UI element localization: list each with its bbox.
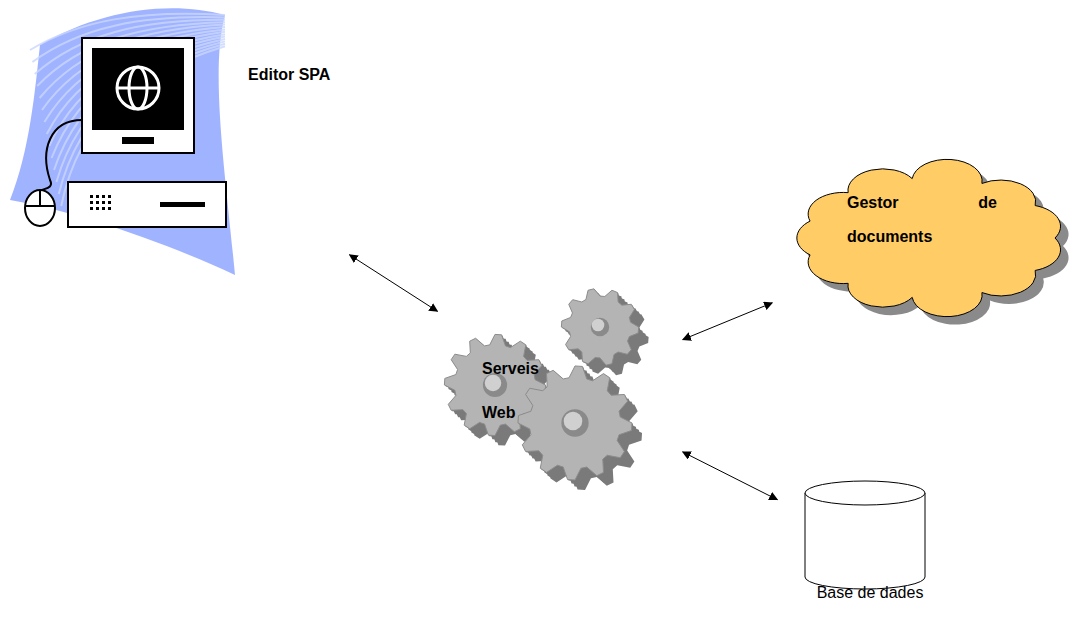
node-label: Gestor de documents [847,186,997,254]
node-label: Base de dades [780,583,960,603]
node-label: Editor SPA [248,65,343,85]
database: Base de dades [780,485,964,610]
gears-icon [444,289,648,490]
computer-shape [10,10,345,280]
node-label: Serveis Web [482,347,572,435]
cloud-shape [797,159,1069,324]
database-cylinder [805,481,925,589]
connector-arrow [683,303,772,340]
connector-arrow [350,255,438,311]
connector-arrow [683,452,778,500]
document-manager: Gestor de documents [775,148,1085,328]
computer-icon [10,8,235,275]
web-services: Serveis Web [440,285,680,495]
client-editor: Editor SPA [10,10,347,280]
gears-shape [440,285,680,495]
